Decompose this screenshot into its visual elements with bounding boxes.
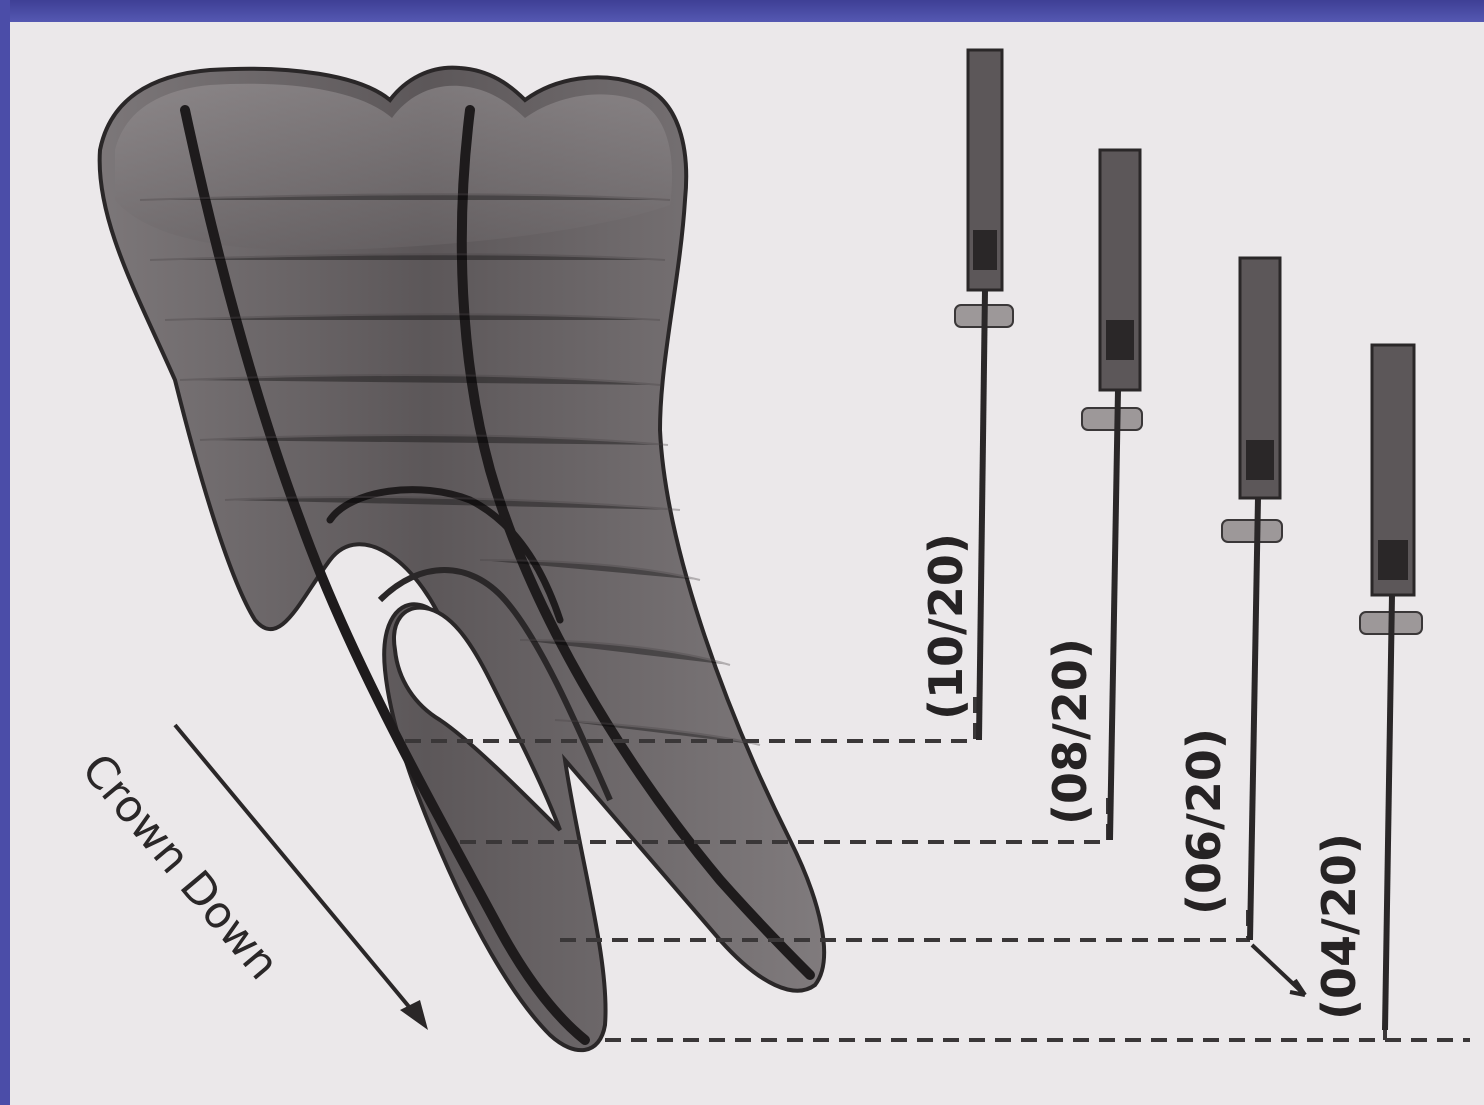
depth-line-3 — [560, 900, 1248, 940]
file-label-1: (10/20) — [919, 533, 973, 720]
arrow-down-right-icon — [1252, 945, 1305, 995]
file-label-4: (04/20) — [1312, 833, 1366, 1020]
file-label-2: (08/20) — [1043, 638, 1097, 825]
file-label-3: (06/20) — [1177, 728, 1231, 915]
crown-down-label: Crown Down — [72, 744, 289, 989]
endodontic-file-3 — [1222, 258, 1305, 995]
endodontic-file-4 — [1360, 345, 1422, 1030]
